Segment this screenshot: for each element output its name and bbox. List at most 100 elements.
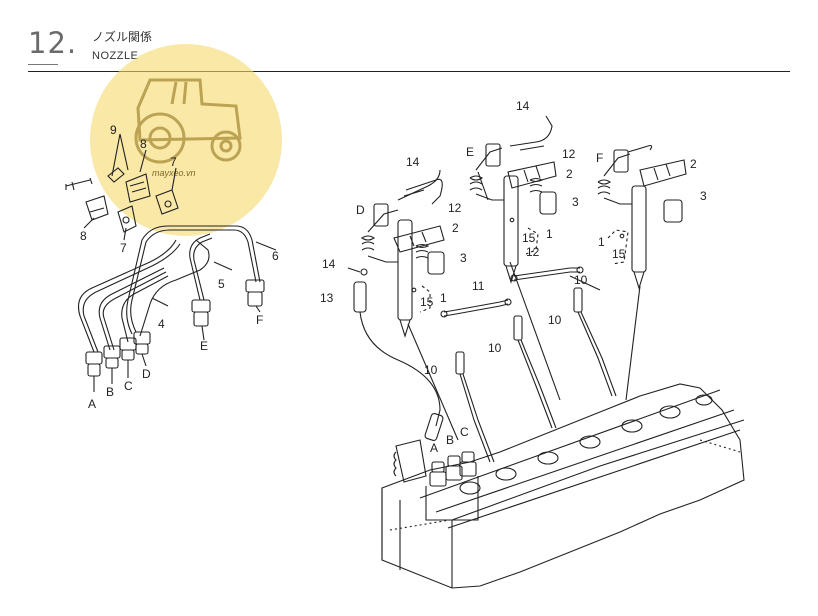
pipe-d xyxy=(139,239,210,337)
label-3-f: 3 xyxy=(700,189,707,203)
pipe-a xyxy=(77,239,177,353)
pipe-f-inner xyxy=(130,229,257,333)
label-7-top: 7 xyxy=(170,155,177,169)
label-3-e: 3 xyxy=(572,195,579,209)
label-10-right: 10 xyxy=(548,313,562,327)
label-10-mid: 10 xyxy=(488,341,502,355)
pump-outlet-c xyxy=(459,451,477,477)
watermark-text: mayxeo.vn xyxy=(152,168,196,178)
spring-2-d xyxy=(415,243,430,259)
label-pump-c: C xyxy=(460,425,469,439)
sleeve-3-e xyxy=(539,191,557,215)
label-7-left: 7 xyxy=(120,241,127,255)
page-header: 12. ノズル関係 NOZZLE xyxy=(0,0,818,80)
label-pipe-d: D xyxy=(142,367,151,381)
clamp-right xyxy=(155,189,179,215)
nozzle-assembly-e xyxy=(469,115,557,284)
pipe-f xyxy=(126,225,261,335)
nozzle-body-d xyxy=(397,219,413,321)
label-10-left: 10 xyxy=(424,363,438,377)
pump-outlet-b xyxy=(445,455,463,481)
head-bores xyxy=(459,394,713,495)
label-15-d: 15 xyxy=(420,295,434,309)
glow-plug-2 xyxy=(513,315,557,429)
pipe-clamps xyxy=(65,133,179,241)
section-title-jp: ノズル関係 xyxy=(92,30,153,44)
pipe-a-inner xyxy=(82,243,181,353)
pipe-e xyxy=(189,233,211,301)
label-pipe-c: C xyxy=(124,379,133,393)
pipe-b-inner xyxy=(102,271,167,351)
return-pipe-13 xyxy=(359,311,441,427)
label-8-top: 8 xyxy=(140,137,147,151)
fitting-e xyxy=(191,299,211,327)
spring-d xyxy=(361,235,375,251)
nozzle-clamp-d xyxy=(393,225,445,253)
nozzle-body-f xyxy=(631,185,647,273)
section-title-en: NOZZLE xyxy=(92,50,139,62)
glow-plugs xyxy=(407,171,641,463)
label-12-d: 12 xyxy=(448,201,462,215)
leak-pipe-11 xyxy=(443,299,509,313)
section-number: 12. xyxy=(28,26,78,60)
label-2-d: 2 xyxy=(452,221,459,235)
nozzle-assembly-f xyxy=(597,144,687,290)
label-pump-a: A xyxy=(430,441,438,455)
label-nozzle-f: F xyxy=(596,151,603,165)
nozzle-assembly-d xyxy=(347,169,445,338)
glow-plug-1 xyxy=(455,351,495,463)
label-nozzle-e: E xyxy=(466,145,474,159)
label-15-f: 15 xyxy=(612,247,626,261)
label-5: 5 xyxy=(218,277,225,291)
label-3-d: 3 xyxy=(460,251,467,265)
label-pipe-a: A xyxy=(88,397,96,411)
clamp-mid xyxy=(117,205,137,233)
label-14-top: 14 xyxy=(516,99,530,113)
header-rule xyxy=(28,71,790,72)
sleeve-3-d xyxy=(427,251,445,275)
label-13: 13 xyxy=(320,291,334,305)
clamp-left xyxy=(85,195,109,221)
nozzle-clamp-f xyxy=(639,159,687,187)
label-pipe-b: B xyxy=(106,385,114,399)
sleeve-3-f xyxy=(663,199,683,223)
injection-pump xyxy=(393,439,479,521)
label-pipe-e: E xyxy=(200,339,208,353)
fitting-f xyxy=(245,279,265,307)
spring-f xyxy=(597,179,611,195)
glow-plug-3 xyxy=(573,287,617,397)
leak-pipe-14-d xyxy=(397,169,441,201)
leak-pipe-11b xyxy=(513,267,580,277)
label-8-left: 8 xyxy=(80,229,87,243)
label-10-far: 10 xyxy=(574,273,588,287)
label-2-e: 2 xyxy=(566,167,573,181)
pipe-e-inner xyxy=(193,237,213,301)
label-6: 6 xyxy=(272,249,279,263)
label-1-d: 1 xyxy=(440,291,447,305)
leak-pipe-14-e xyxy=(509,115,553,147)
label-4: 4 xyxy=(158,317,165,331)
spring-2-e xyxy=(529,177,544,193)
label-11: 11 xyxy=(472,279,485,293)
injection-pipes xyxy=(77,225,277,392)
fitting-b xyxy=(103,345,121,369)
label-15-e: 15 xyxy=(522,231,536,245)
label-1-f: 1 xyxy=(598,235,605,249)
leak-off-pipes xyxy=(353,266,584,441)
label-14-d: 14 xyxy=(406,155,420,169)
label-9: 9 xyxy=(110,123,117,137)
label-2-f: 2 xyxy=(690,157,697,171)
part-labels: 9 8 7 8 7 6 5 4 A B C D E F 14 12 E 2 3 … xyxy=(80,99,707,455)
pipe-b xyxy=(98,267,165,351)
label-pump-b: B xyxy=(446,433,454,447)
tractor-icon xyxy=(134,78,242,164)
label-1-e: 1 xyxy=(546,227,553,241)
watermark: mayxeo.vn xyxy=(90,44,282,236)
pipe-c xyxy=(121,275,169,343)
label-pipe-f: F xyxy=(256,313,263,327)
label-12-mid: 12 xyxy=(526,245,540,259)
header-short-rule xyxy=(28,64,58,65)
head-outline xyxy=(381,383,745,589)
fitting-a xyxy=(85,351,103,377)
